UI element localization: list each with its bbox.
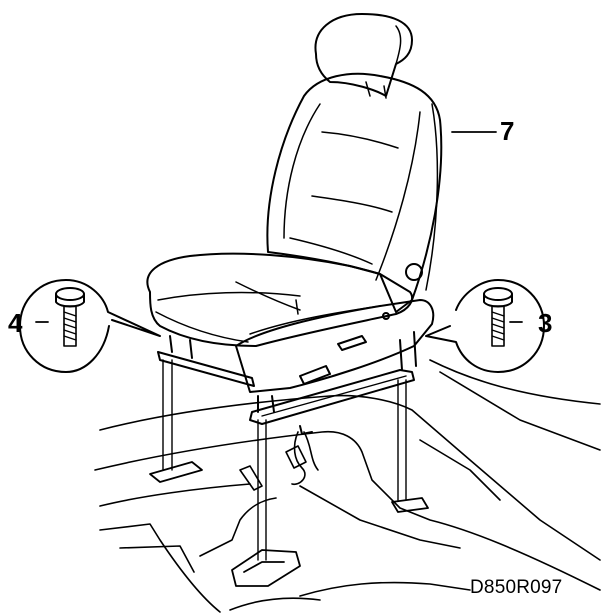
- mounting-guide-lines: [162, 359, 407, 561]
- rail-left: [157, 351, 255, 387]
- seat-control-switch-rear: [299, 365, 331, 385]
- floor-anchors: [149, 461, 429, 587]
- seat-rails: [157, 331, 417, 435]
- callout-4-bolt: 4: [8, 308, 23, 338]
- bolt-inset-left: [19, 279, 161, 373]
- headrest: [314, 13, 413, 99]
- seat-back: [266, 72, 443, 313]
- recline-knob: [405, 263, 423, 281]
- bolt-right-icon: [483, 287, 513, 347]
- callout-3-bolt: 3: [538, 308, 553, 338]
- vehicle-floor: [94, 359, 601, 613]
- anchor-rear-left: [231, 549, 301, 587]
- figure-code: D850R097: [470, 577, 563, 598]
- bolt-inset-right: [425, 279, 545, 373]
- seat-side-trim: [235, 299, 435, 393]
- seat-control-switch-front: [337, 335, 367, 351]
- anchor-front-left: [149, 461, 203, 483]
- bolt-left-icon: [55, 287, 85, 347]
- anchor-rear-right: [391, 497, 429, 513]
- wiring-harness: [285, 431, 319, 486]
- callout-leaders: [35, 131, 523, 323]
- seat-cushion: [146, 252, 414, 347]
- rail-right: [249, 369, 415, 425]
- callout-7-seat: 7: [500, 116, 515, 146]
